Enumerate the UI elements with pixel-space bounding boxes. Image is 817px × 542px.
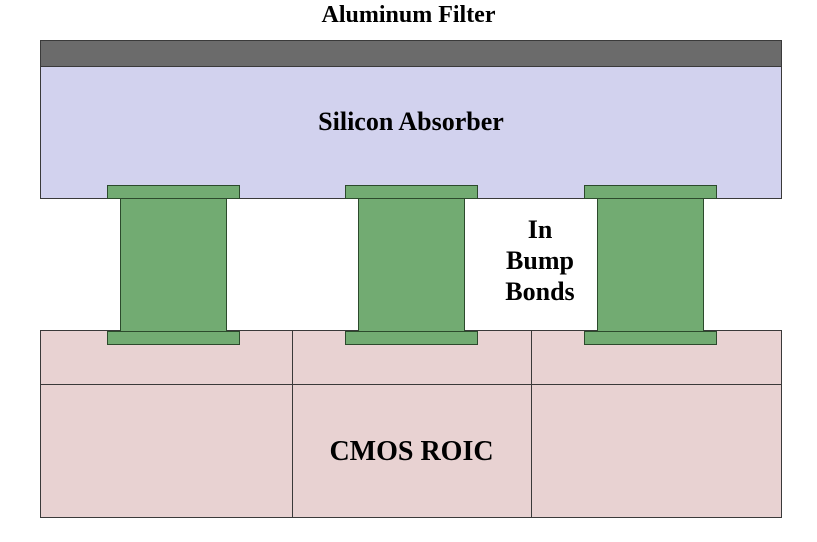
indium-bump — [120, 197, 227, 334]
bumps-label-line: In — [527, 215, 553, 244]
roic-cell — [40, 384, 293, 518]
bumps-label-line: Bump — [506, 246, 574, 276]
bump-pad-bottom — [584, 331, 717, 345]
diagram-title: Aluminum Filter — [321, 2, 496, 28]
roic-cell — [292, 384, 532, 518]
in-bump-bonds-label: In Bump Bonds — [500, 214, 580, 308]
silicon-absorber-label: Silicon Absorber — [318, 107, 504, 136]
indium-bump — [597, 197, 704, 334]
bumps-label-line: Bonds — [505, 277, 575, 307]
aluminum-filter-layer — [40, 40, 782, 67]
indium-bump — [358, 197, 465, 334]
bump-pad-bottom — [345, 331, 478, 345]
bump-pad-bottom — [107, 331, 240, 345]
bump-pad-top — [345, 185, 478, 199]
silicon-absorber-layer — [40, 66, 782, 199]
bump-pad-top — [107, 185, 240, 199]
roic-cell — [531, 384, 782, 518]
cmos-roic-label: CMOS ROIC — [329, 436, 494, 467]
bump-pad-top — [584, 185, 717, 199]
